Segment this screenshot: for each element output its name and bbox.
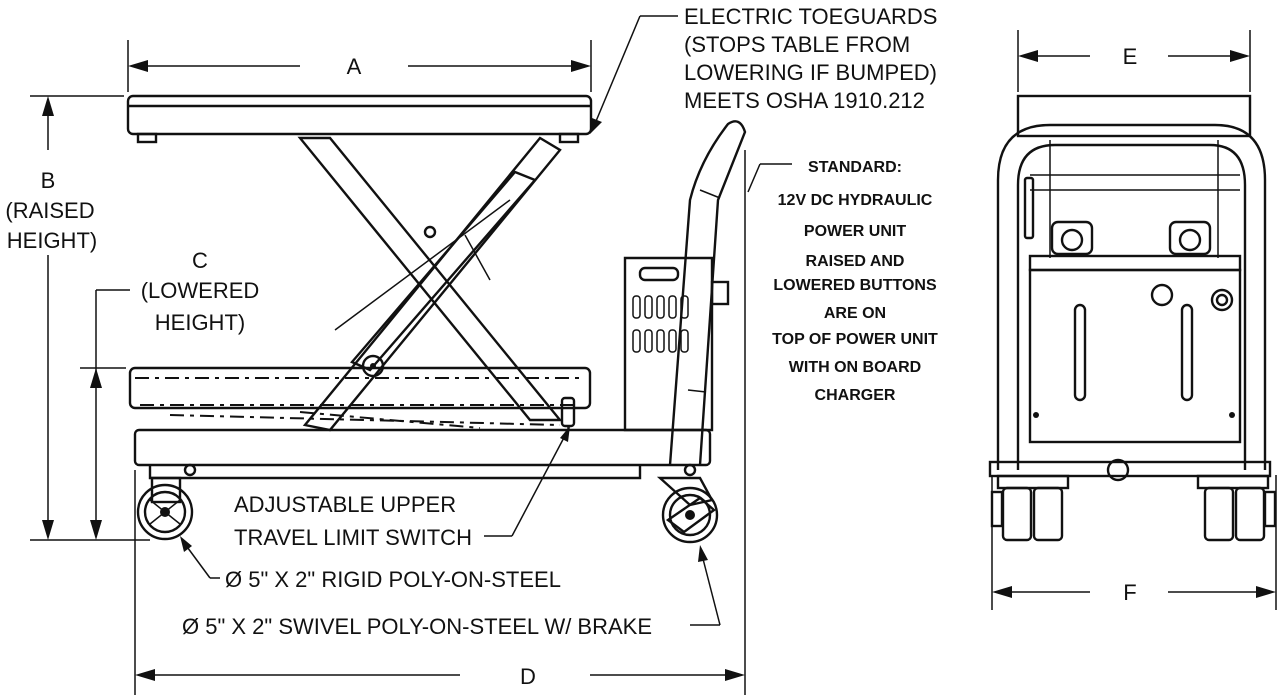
dimension-b-sub2: HEIGHT): [7, 228, 97, 253]
dimension-c-sub2: HEIGHT): [155, 310, 245, 335]
dimension-f: [991, 475, 1277, 610]
rigid-caster-label: Ø 5" X 2" RIGID POLY-ON-STEEL: [225, 567, 561, 592]
standard-line-4: RAISED AND: [806, 253, 905, 270]
end-power-unit: [1028, 268, 1242, 482]
side-view: A B (RAISED HEIGHT) C (LOWERED HEIGHT): [5, 4, 938, 695]
swivel-caster-leader: [690, 545, 721, 626]
standard-line-5: LOWERED BUTTONS: [773, 277, 937, 294]
dimension-a: [127, 40, 592, 92]
dimension-a-label: A: [347, 54, 362, 79]
dimension-c-sub1: (LOWERED: [141, 278, 260, 303]
dimension-e-label: E: [1123, 44, 1138, 69]
push-handle: [668, 120, 747, 466]
limit-switch-line-1: ADJUSTABLE UPPER: [234, 492, 456, 517]
standard-leader: [747, 163, 792, 193]
lowered-table: [128, 366, 592, 429]
vent-slots: [632, 295, 689, 353]
toeguard-line-3: LOWERING IF BUMPED): [684, 60, 937, 85]
dimension-d: [134, 150, 746, 695]
end-view: E: [988, 30, 1277, 610]
swivel-caster-label: Ø 5" X 2" SWIVEL POLY-ON-STEEL W/ BRAKE: [182, 614, 652, 639]
toeguard-line-2: (STOPS TABLE FROM: [684, 32, 910, 57]
dimension-b-label: B: [41, 168, 56, 193]
dimension-b-sub1: (RAISED: [5, 198, 94, 223]
dimension-b: [30, 95, 150, 541]
dimension-c: [80, 289, 130, 540]
rigid-caster-leader: [180, 536, 220, 579]
swivel-caster: [656, 476, 719, 544]
dimension-c-label: C: [192, 248, 208, 273]
scissor-arms: [297, 136, 563, 432]
end-handle-frame: [996, 123, 1267, 470]
standard-line-7: TOP OF POWER UNIT: [772, 331, 938, 348]
toeguard-line-4: MEETS OSHA 1910.212: [684, 88, 925, 113]
dimension-e: [1017, 30, 1251, 92]
toeguard-line-1: ELECTRIC TOEGUARDS: [684, 4, 937, 29]
end-table-top: [1016, 94, 1252, 138]
limit-switch-leader: [484, 426, 570, 537]
raised-table-top: [126, 94, 593, 144]
base-frame: [133, 428, 712, 480]
end-base: [988, 460, 1272, 490]
dimension-d-label: D: [520, 664, 536, 689]
limit-switch-line-2: TRAVEL LIMIT SWITCH: [234, 525, 472, 550]
standard-line-2: 12V DC HYDRAULIC: [778, 192, 933, 209]
standard-line-6: ARE ON: [824, 305, 886, 322]
standard-line-3: POWER UNIT: [804, 223, 906, 240]
standard-line-1: STANDARD:: [808, 159, 902, 176]
power-unit: [623, 256, 730, 432]
toeguard-leader: [590, 15, 678, 134]
standard-line-9: CHARGER: [815, 387, 896, 404]
end-handle-inner: [1016, 143, 1247, 470]
limit-switch: [560, 396, 576, 432]
dimension-f-label: F: [1123, 580, 1136, 605]
end-right-caster: [1203, 486, 1277, 542]
standard-note: STANDARD: 12V DC HYDRAULIC POWER UNIT RA…: [772, 159, 938, 404]
end-scissor: [1023, 140, 1242, 272]
standard-line-8: WITH ON BOARD: [789, 359, 921, 376]
end-left-caster: [990, 486, 1064, 542]
rigid-caster: [136, 476, 194, 541]
